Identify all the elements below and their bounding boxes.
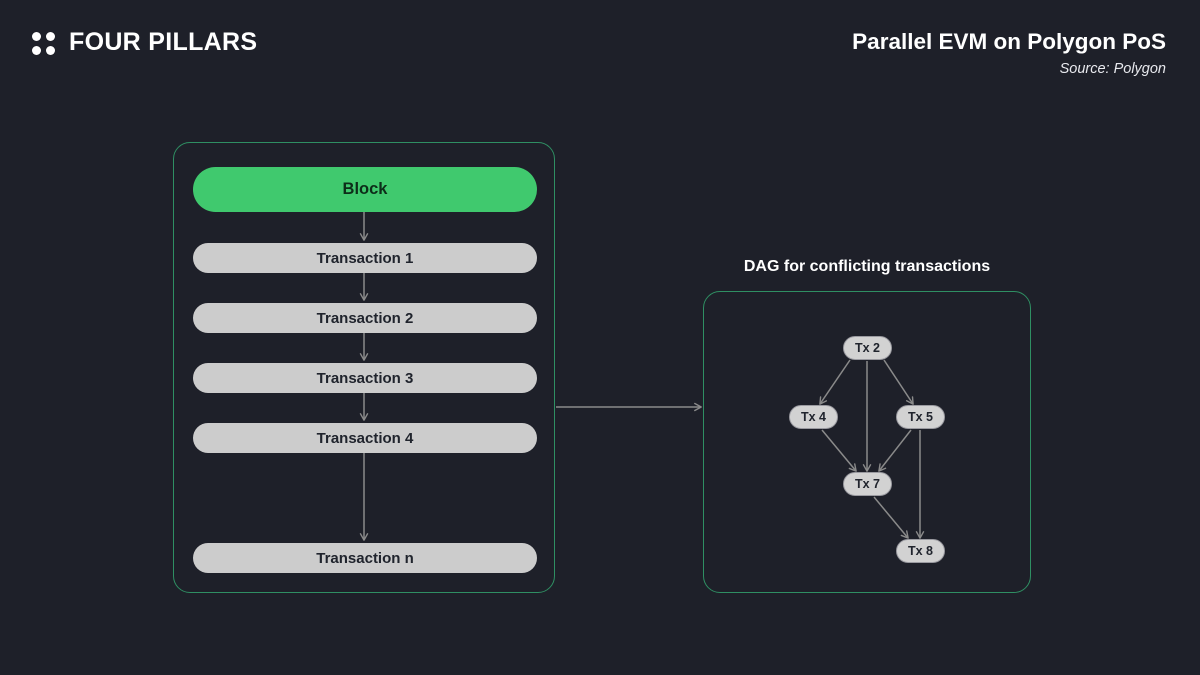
transaction-pill-n[interactable]: Transaction n bbox=[193, 543, 537, 573]
block-pill[interactable]: Block bbox=[193, 167, 537, 212]
dag-node-tx2[interactable]: Tx 2 bbox=[843, 336, 893, 360]
transaction-pill-2[interactable]: Transaction 2 bbox=[193, 303, 537, 333]
dag-node-tx7[interactable]: Tx 7 bbox=[843, 472, 893, 496]
brand-logo: FOUR PILLARS bbox=[32, 30, 257, 55]
dag-node-tx8[interactable]: Tx 8 bbox=[896, 539, 946, 563]
dag-node-tx5[interactable]: Tx 5 bbox=[896, 405, 946, 429]
transaction-pill-1[interactable]: Transaction 1 bbox=[193, 243, 537, 273]
transaction-pill-3[interactable]: Transaction 3 bbox=[193, 363, 537, 393]
dag-node-tx4[interactable]: Tx 4 bbox=[789, 405, 839, 429]
page-title: Parallel EVM on Polygon PoS bbox=[852, 29, 1166, 54]
dag-panel bbox=[703, 291, 1031, 593]
source-caption: Source: Polygon bbox=[1059, 61, 1166, 78]
brand-name: FOUR PILLARS bbox=[69, 28, 258, 56]
dag-title: DAG for conflicting transactions bbox=[743, 258, 991, 275]
transaction-pill-4[interactable]: Transaction 4 bbox=[193, 423, 537, 453]
header: FOUR PILLARS Parallel EVM on Polygon PoS… bbox=[0, 0, 1200, 100]
four-dots-icon bbox=[32, 32, 56, 55]
header-right: Parallel EVM on Polygon PoS Source: Poly… bbox=[852, 28, 1166, 77]
block-panel: Block Transaction 1 Transaction 2 Transa… bbox=[173, 142, 555, 593]
